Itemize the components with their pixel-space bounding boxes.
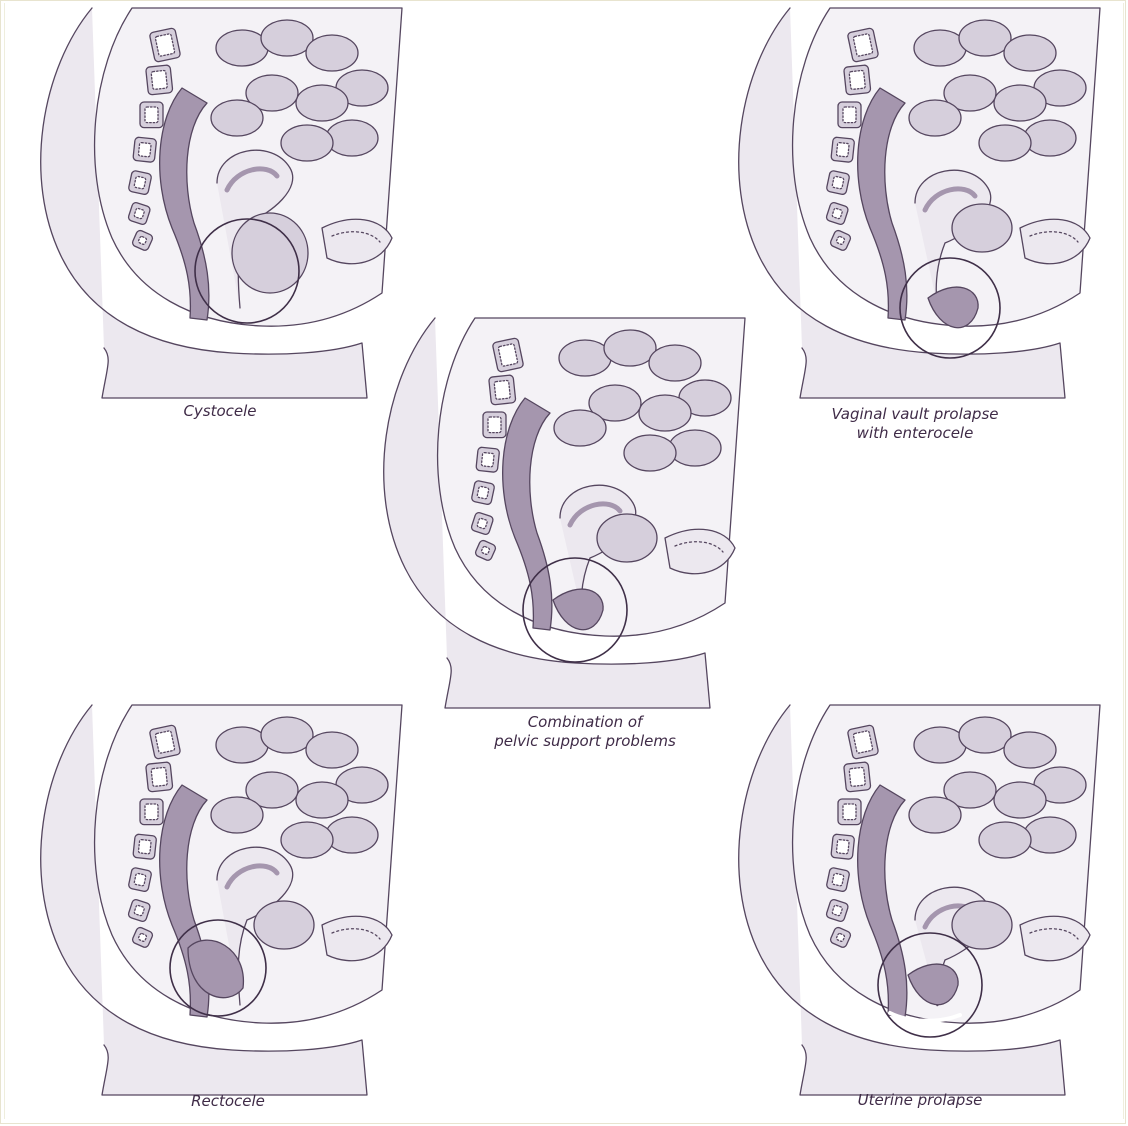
vertebra-texture (151, 70, 167, 89)
intestine-loop (959, 20, 1011, 56)
vertebra-texture (494, 380, 510, 399)
vertebra-texture (836, 839, 849, 854)
caption-combination-line-2: pelvic support problems (470, 732, 700, 751)
intestine-loop (216, 727, 268, 763)
vertebra-texture (832, 176, 844, 189)
caption-combination: Combination of pelvic support problems (470, 713, 700, 751)
panel-uterine-prolapse (720, 705, 1120, 1095)
caption-cystocele-line-1: Cystocele (140, 402, 300, 421)
vertebra-texture (138, 142, 151, 157)
intestine-loop (326, 817, 378, 853)
caption-cystocele: Cystocele (140, 402, 300, 421)
intestine-loop (1004, 732, 1056, 768)
vertebra-texture (481, 452, 494, 467)
intestine-loop (281, 822, 333, 858)
intestine-loop (959, 717, 1011, 753)
vertebra-texture (134, 176, 146, 189)
pelvis-illustration (22, 8, 422, 398)
intestine-loop (649, 345, 701, 381)
intestine-loop (211, 797, 263, 833)
perineum-highlight (535, 638, 605, 646)
panel-combination (365, 318, 775, 708)
intestine-loop (211, 100, 263, 136)
panel-vault-prolapse (720, 8, 1120, 398)
pelvis-illustration (22, 705, 422, 1095)
intestine-loop (994, 782, 1046, 818)
vertebra-texture (138, 839, 151, 854)
intestine-loop (909, 797, 961, 833)
intestine-loop (639, 395, 691, 431)
vertebra-texture (843, 804, 856, 820)
vertebra-texture (849, 70, 865, 89)
caption-vault-line-1: Vaginal vault prolapse (800, 405, 1030, 424)
caption-vault-prolapse: Vaginal vault prolapse with enterocele (800, 405, 1030, 443)
vertebra-texture (134, 873, 146, 886)
vertebra-texture (832, 873, 844, 886)
intestine-loop (296, 85, 348, 121)
bladder (254, 901, 314, 949)
pelvis-illustration (720, 705, 1120, 1095)
intestine-loop (604, 330, 656, 366)
caption-uterine-prolapse: Uterine prolapse (830, 1091, 1010, 1110)
intestine-loop (296, 782, 348, 818)
intestine-loop (909, 100, 961, 136)
intestine-loop (914, 727, 966, 763)
vertebra-texture (145, 804, 158, 820)
intestine-loop (261, 717, 313, 753)
panel-rectocele (22, 705, 422, 1095)
bladder (952, 204, 1012, 252)
intestine-loop (669, 430, 721, 466)
panel-cystocele (22, 8, 422, 398)
intestine-loop (1024, 817, 1076, 853)
intestine-loop (306, 35, 358, 71)
vertebra-texture (151, 767, 167, 786)
vertebra-texture (477, 486, 489, 499)
vertebra-texture (836, 142, 849, 157)
caption-rectocele: Rectocele (158, 1092, 298, 1111)
bladder (952, 901, 1012, 949)
intestine-loop (554, 410, 606, 446)
intestine-loop (914, 30, 966, 66)
intestine-loop (281, 125, 333, 161)
vertebra-texture (488, 417, 501, 433)
intestine-loop (994, 85, 1046, 121)
intestine-loop (306, 732, 358, 768)
vertebra-texture (145, 107, 158, 123)
perineum-highlight (910, 336, 980, 344)
vertebra-texture (849, 767, 865, 786)
pelvis-illustration (365, 318, 775, 708)
vertebra-texture (843, 107, 856, 123)
intestine-loop (979, 125, 1031, 161)
caption-uterine-line-1: Uterine prolapse (830, 1091, 1010, 1110)
bladder (597, 514, 657, 562)
intestine-loop (1024, 120, 1076, 156)
intestine-loop (559, 340, 611, 376)
caption-vault-line-2: with enterocele (800, 424, 1030, 443)
intestine-loop (216, 30, 268, 66)
caption-combination-line-1: Combination of (470, 713, 700, 732)
intestine-loop (326, 120, 378, 156)
caption-rectocele-line-1: Rectocele (158, 1092, 298, 1111)
intestine-loop (979, 822, 1031, 858)
intestine-loop (261, 20, 313, 56)
pelvis-illustration (720, 8, 1120, 398)
intestine-loop (624, 435, 676, 471)
intestine-loop (1004, 35, 1056, 71)
